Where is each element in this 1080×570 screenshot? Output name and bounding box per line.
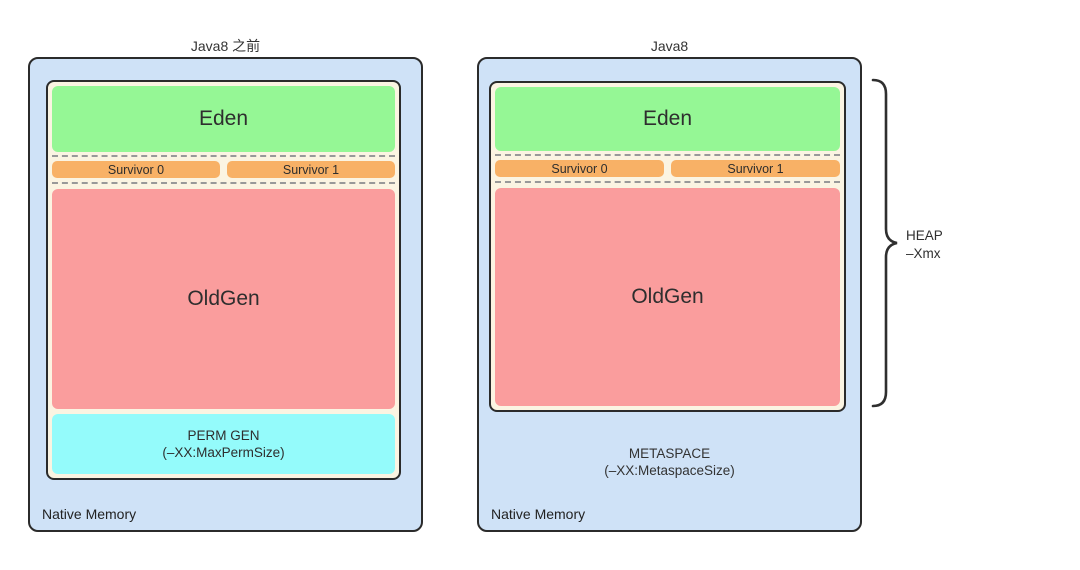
survivor0-region: Survivor 0 [495, 160, 664, 177]
survivor0-region: Survivor 0 [52, 161, 220, 178]
eden-region: Eden [52, 86, 395, 152]
panel-title-java8: Java8 [650, 38, 689, 54]
eden-region: Eden [495, 87, 840, 151]
heap-annotation: HEAP –Xmx [906, 227, 943, 263]
permgen-title: PERM GEN [187, 428, 260, 443]
heap-box-before: Eden Survivor 0 Survivor 1 OldGen PERM G… [46, 80, 401, 480]
permgen-region: PERM GEN (–XX:MaxPermSize) [52, 414, 395, 474]
heap-box-java8: Eden Survivor 0 Survivor 1 OldGen [489, 81, 846, 412]
metaspace-flag: (–XX:MetaspaceSize) [604, 463, 735, 478]
survivor1-region: Survivor 1 [227, 161, 395, 178]
survivor1-region: Survivor 1 [671, 160, 840, 177]
native-memory-box-before: Eden Survivor 0 Survivor 1 OldGen PERM G… [28, 57, 423, 532]
heap-annotation-flag: –Xmx [906, 246, 941, 261]
metaspace-title: METASPACE [628, 446, 711, 461]
native-memory-label-java8: Native Memory [491, 506, 586, 522]
native-memory-label-before: Native Memory [42, 506, 137, 522]
heap-annotation-title: HEAP [906, 228, 943, 243]
oldgen-region: OldGen [495, 188, 840, 406]
survivor-band: Survivor 0 Survivor 1 [52, 155, 395, 184]
heap-brace-icon [871, 78, 898, 408]
permgen-flag: (–XX:MaxPermSize) [162, 445, 285, 460]
oldgen-region: OldGen [52, 189, 395, 409]
survivor-band: Survivor 0 Survivor 1 [495, 154, 840, 183]
metaspace-label: METASPACE (–XX:MetaspaceSize) [479, 445, 860, 479]
native-memory-box-java8: Eden Survivor 0 Survivor 1 OldGen METASP… [477, 57, 862, 532]
panel-title-java8-before: Java8 之前 [190, 38, 261, 54]
